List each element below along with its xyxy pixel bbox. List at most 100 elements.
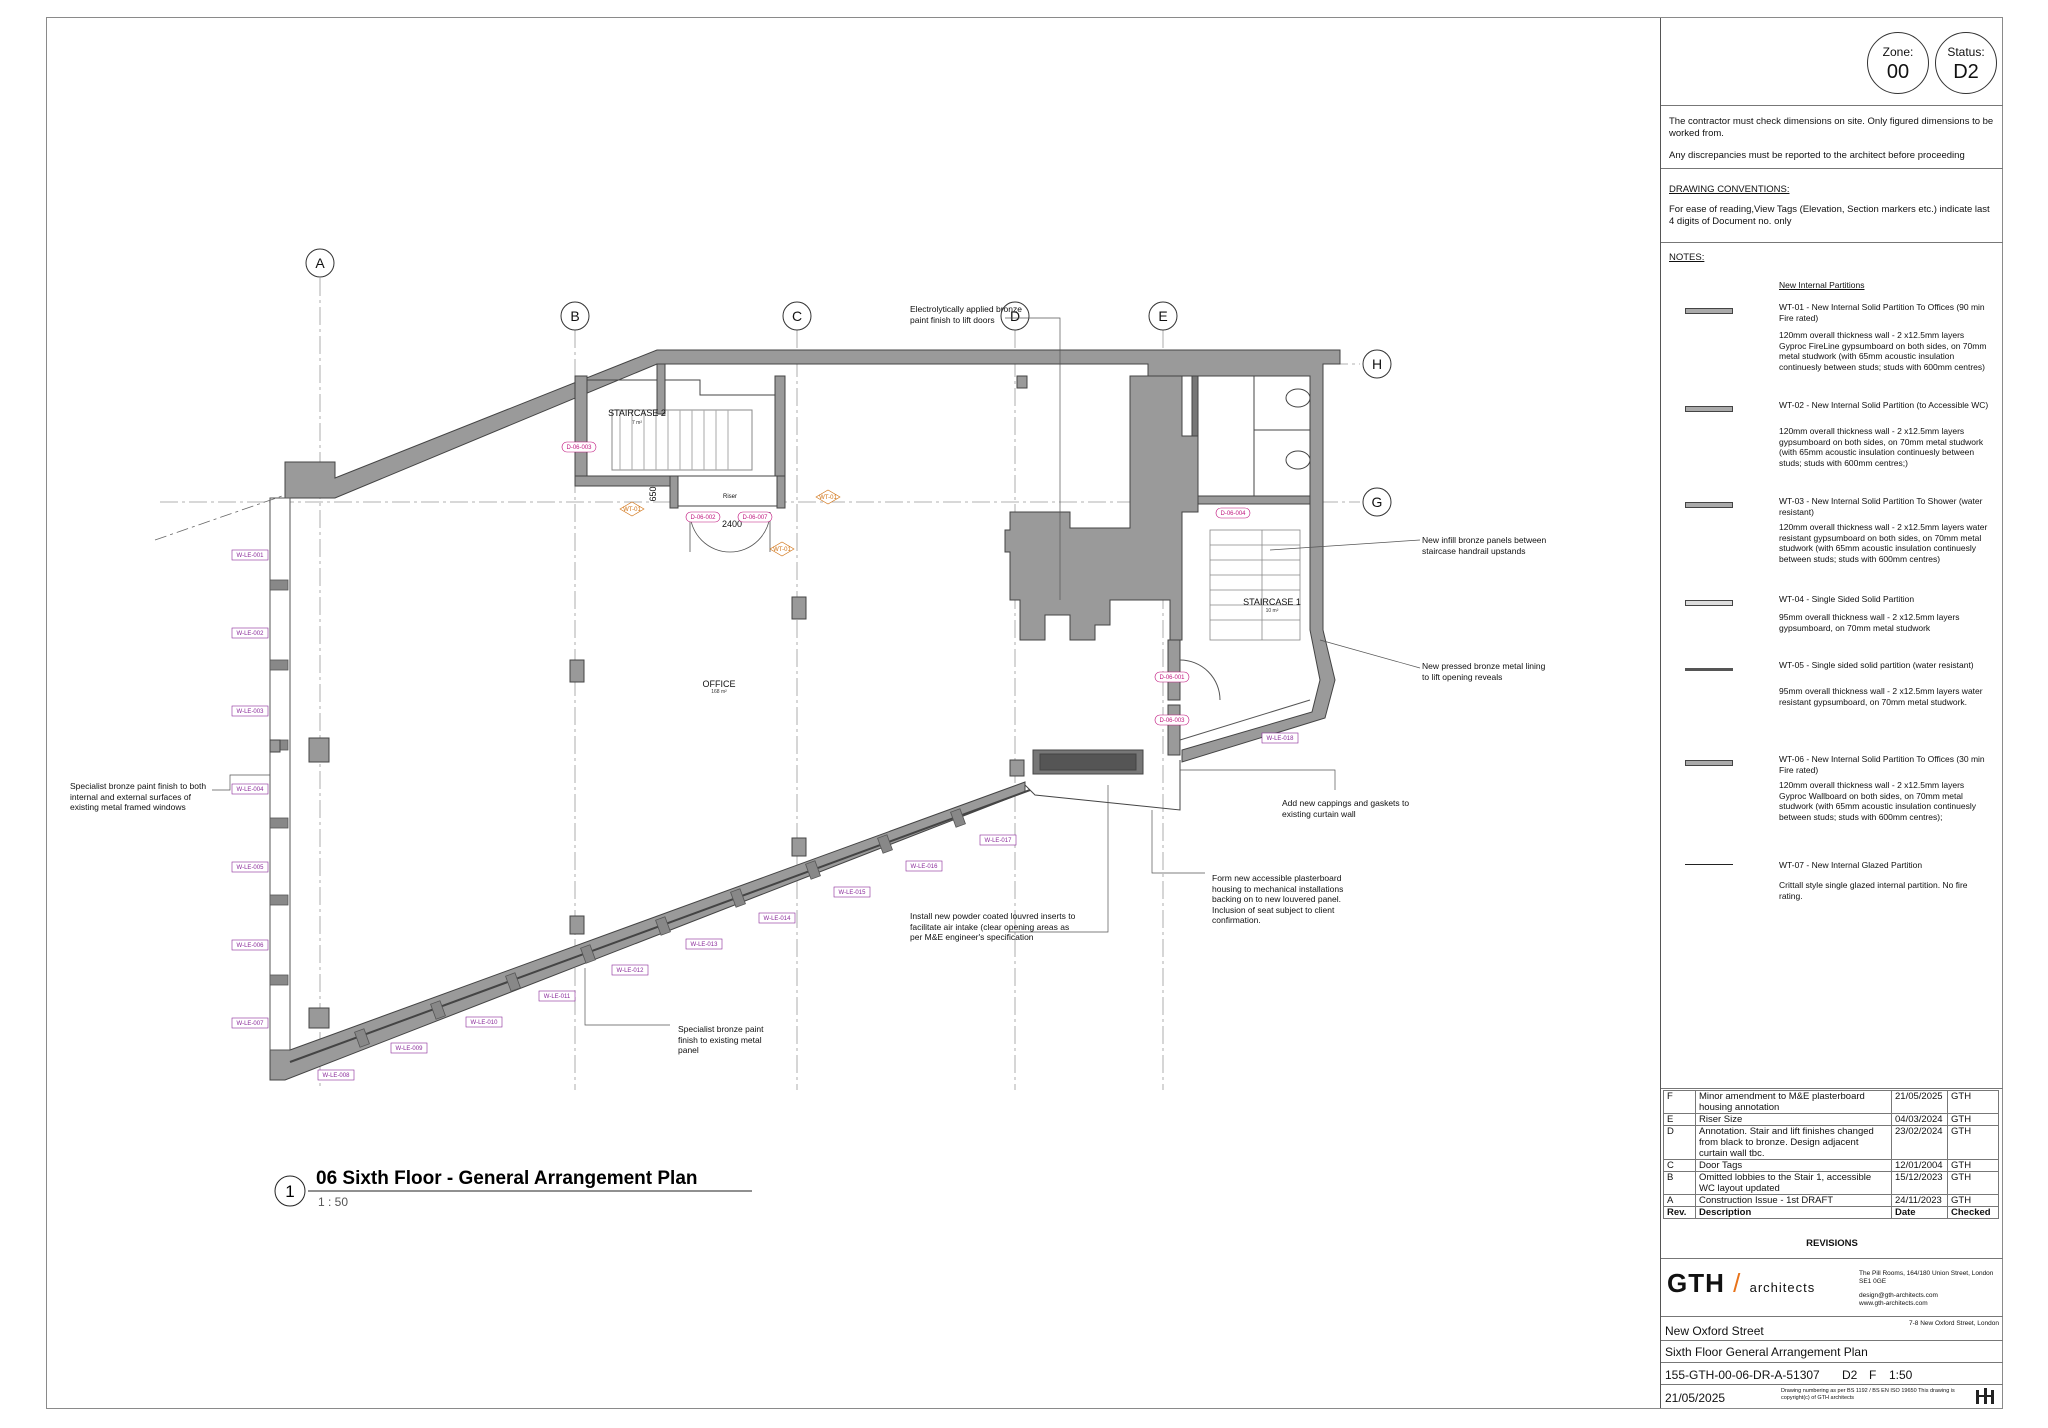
grid-bubble-h [1362, 349, 1392, 379]
grid-bubble-e [1148, 301, 1178, 331]
wc-block [1197, 375, 1311, 505]
note-lining: New pressed bronze metal lining to lift … [1422, 661, 1546, 682]
grid-bubble-b [560, 301, 590, 331]
legend-desc-wt03: 120mm overall thickness wall - 2 x12.5mm… [1779, 522, 1988, 564]
window-tag: W-LE-014 [758, 912, 796, 924]
window-tag: W-LE-015 [833, 886, 871, 898]
window-tag: W-LE-008 [317, 1069, 355, 1081]
note-plasterboard: Form new accessible plasterboard housing… [1212, 873, 1344, 925]
window-tag: W-LE-004 [231, 783, 269, 795]
company-address: The Pill Rooms, 164/180 Union Street, Lo… [1859, 1270, 1994, 1285]
view-title: 06 Sixth Floor - General Arrangement Pla… [316, 1168, 698, 1189]
conventions-heading: DRAWING CONVENTIONS: [1669, 184, 1790, 195]
legend-desc-wt04: 95mm overall thickness wall - 2 x12.5mm … [1779, 612, 1960, 633]
company-web: www.gth-architects.com [1859, 1300, 1928, 1307]
note-cappings: Add new cappings and gaskets to existing… [1282, 798, 1410, 819]
dim-650: 650 [648, 486, 658, 501]
dim-2400: 2400 [722, 519, 742, 529]
svg-text:W-LE-005: W-LE-005 [237, 865, 265, 871]
svg-text:D-06-002: D-06-002 [690, 515, 716, 521]
svg-text:W-LE-010: W-LE-010 [471, 1020, 499, 1026]
drawing-title: Sixth Floor General Arrangement Plan [1665, 1345, 1868, 1359]
svg-text:W-LE-012: W-LE-012 [617, 968, 645, 974]
table-row: F Minor amendment to M&E plasterboard ho… [1663, 1090, 1999, 1114]
legend-desc-wt02: 120mm overall thickness wall - 2 x12.5mm… [1779, 426, 1984, 468]
window-tag: W-LE-002 [231, 627, 269, 639]
table-row: A Construction Issue - 1st DRAFT 24/11/2… [1663, 1194, 1999, 1207]
grid-bubble-d [1000, 301, 1030, 331]
zone-status-section: Zone: 00 Status: D2 [1661, 18, 2003, 106]
window-tag: W-LE-007 [231, 1017, 269, 1029]
door-tag: D-06-007 [737, 511, 773, 523]
disclaimer-2: Any discrepancies must be reported to th… [1669, 150, 1965, 161]
grid-bubble-g [1362, 487, 1392, 517]
svg-text:W-LE-007: W-LE-007 [237, 1021, 265, 1027]
legend-title-wt05: WT-05 - Single sided solid partition (wa… [1779, 660, 1974, 670]
svg-text:W-LE-003: W-LE-003 [237, 709, 265, 715]
wall-tag: WT-01 [769, 541, 795, 557]
staircase-2 [574, 375, 786, 509]
svg-text:W-LE-015: W-LE-015 [839, 890, 867, 896]
scale-value: 1:50 [1889, 1368, 1913, 1382]
svg-text:D-06-003: D-06-003 [566, 445, 592, 451]
legend-title-wt02: WT-02 - New Internal Solid Partition (to… [1779, 400, 1989, 410]
svg-text:W-LE-013: W-LE-013 [691, 942, 719, 948]
svg-text:W-LE-014: W-LE-014 [764, 916, 792, 922]
legend-desc-wt07: Crittall style single glazed internal pa… [1779, 880, 1968, 901]
zone-tag: Zone: 00 [1867, 32, 1929, 94]
legend-title-wt03: WT-03 - New Internal Solid Partition To … [1779, 496, 1983, 517]
status-tag: Status: D2 [1935, 32, 1997, 94]
company-email: design@gth-architects.com [1859, 1292, 1938, 1299]
svg-text:D-06-007: D-06-007 [742, 515, 768, 521]
view-scale: 1 : 50 [318, 1195, 348, 1209]
door-tag: D-06-003 [561, 441, 597, 453]
grid-label-b: B [570, 308, 579, 324]
conventions-text: For ease of reading,View Tags (Elevation… [1669, 204, 1990, 227]
company-logo: GTH / architects [1667, 1268, 1816, 1298]
svg-text:7 m²: 7 m² [632, 420, 642, 426]
svg-text:W-LE-001: W-LE-001 [237, 553, 265, 559]
legend-title-wt01: WT-01 - New Internal Solid Partition To … [1779, 302, 1985, 323]
status-value: D2 [1842, 1368, 1858, 1382]
legend-swatch-wt03 [1685, 502, 1733, 508]
svg-text:W-LE-008: W-LE-008 [323, 1073, 351, 1079]
window-tag: W-LE-013 [685, 938, 723, 950]
view-number: 1 [285, 1182, 294, 1201]
table-header-row: Rev. Description Date Checked [1663, 1206, 1999, 1219]
window-tag: W-LE-010 [465, 1016, 503, 1028]
door-tag: D-06-004 [1215, 507, 1251, 519]
door-tag: D-06-002 [685, 511, 721, 523]
issue-date: 21/05/2025 [1665, 1391, 1726, 1405]
disclaimer-1: The contractor must check dimensions on … [1669, 116, 1994, 139]
window-tag: W-LE-017 [979, 834, 1017, 846]
legend-desc-wt06: 120mm overall thickness wall - 2 x12.5mm… [1779, 780, 1977, 822]
window-tag: W-LE-012 [611, 964, 649, 976]
title-block: Zone: 00 Status: D2 The contractor must … [1660, 18, 2003, 1408]
svg-text:D-06-003: D-06-003 [1159, 718, 1185, 724]
svg-text:D-06-001: D-06-001 [1159, 675, 1185, 681]
svg-text:W-LE-006: W-LE-006 [237, 943, 265, 949]
svg-text:W-LE-017: W-LE-017 [985, 838, 1013, 844]
svg-text:WT-01: WT-01 [623, 507, 641, 513]
svg-text:W-LE-016: W-LE-016 [911, 864, 939, 870]
table-row: C Door Tags 12/01/2004 GTH [1663, 1159, 1999, 1172]
grid-label-c: C [792, 308, 802, 324]
revisions-table: F Minor amendment to M&E plasterboard ho… [1663, 1090, 1999, 1219]
legend-swatch-wt06 [1685, 760, 1733, 766]
revision-value: F [1869, 1368, 1877, 1382]
legend-heading: New Internal Partitions [1779, 280, 1865, 290]
svg-text:WT-01: WT-01 [819, 495, 837, 501]
legend-title-wt07: WT-07 - New Internal Glazed Partition [1779, 860, 1923, 870]
legend-title-wt06: WT-06 - New Internal Solid Partition To … [1779, 754, 1985, 775]
staircase-1 [1209, 529, 1301, 641]
window-tag: W-LE-009 [390, 1042, 428, 1054]
seal-icon [1976, 1388, 1994, 1404]
grid-label-d: D [1010, 308, 1020, 324]
legend-swatch-wt05 [1685, 668, 1733, 671]
grid-label-h: H [1372, 356, 1382, 372]
table-row: D Annotation. Stair and lift finishes ch… [1663, 1125, 1999, 1160]
svg-text:W-LE-004: W-LE-004 [237, 787, 265, 793]
wall-tag: WT-01 [815, 489, 841, 505]
door-tag: D-06-003 [1154, 714, 1190, 726]
window-tag: W-LE-001 [231, 549, 269, 561]
